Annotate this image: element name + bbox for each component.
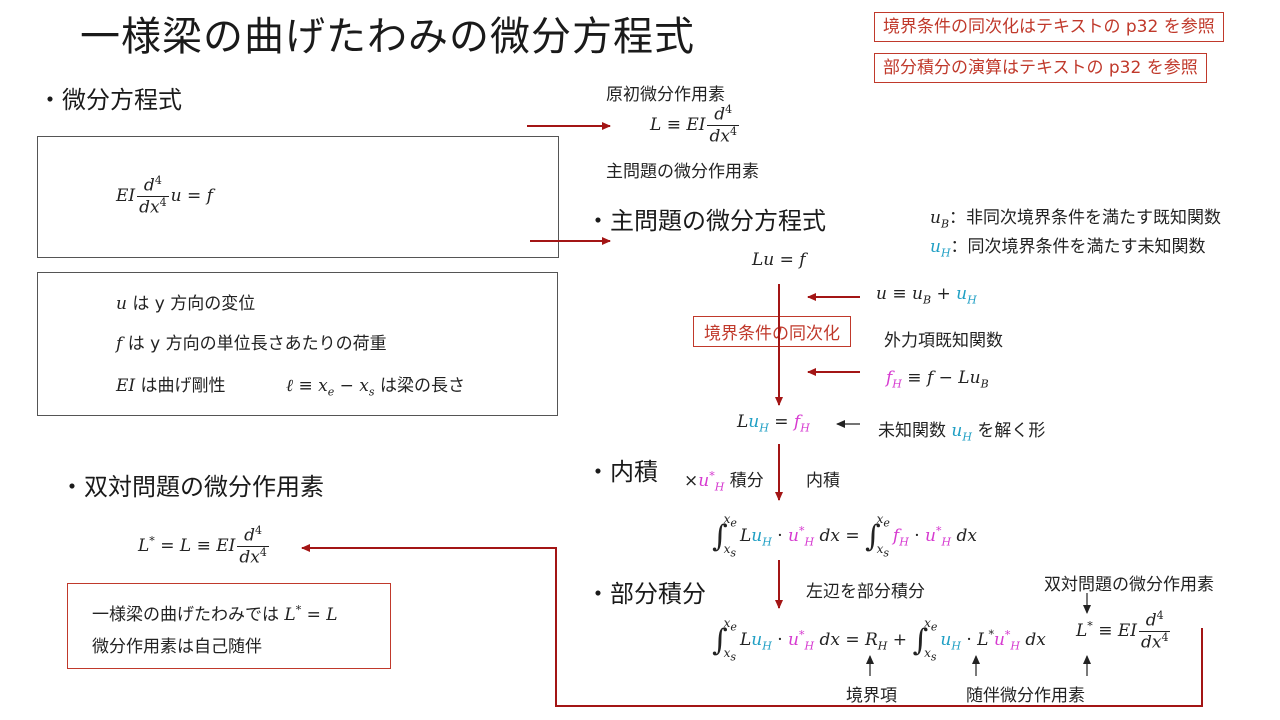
- reference-note-by-parts: 部分積分の演算はテキストの p32 を参照: [874, 53, 1207, 83]
- section-main-problem-heading: ・主問題の微分方程式: [586, 207, 826, 235]
- page-title: 一様梁の曲げたわみの微分方程式: [80, 14, 695, 60]
- self-adjoint-line2: 微分作用素は自己随伴: [92, 637, 262, 657]
- homogenize-label-box: 境界条件の同次化: [693, 316, 851, 347]
- boundary-term-label: 境界項: [846, 686, 897, 706]
- fH-equation: fH ≡ f − LuB: [886, 368, 989, 391]
- def-length: ℓ ≡ xe − xs は梁の長さ: [286, 376, 465, 399]
- def-u: u は y 方向の変位: [116, 294, 256, 314]
- adjoint-diff-operator-label: 随伴微分作用素: [966, 686, 1085, 706]
- external-known-label: 外力項既知関数: [884, 331, 1003, 351]
- multiply-integrate-label: ×u*H 積分: [684, 469, 764, 494]
- def-f: f は y 方向の単位長さあたりの荷重: [116, 334, 387, 354]
- primitive-operator-label: 原初微分作用素: [606, 85, 725, 105]
- definitions-box: u は y 方向の変位 f は y 方向の単位長さあたりの荷重 EI は曲げ剛性…: [37, 272, 558, 416]
- main-equation: Lu = f: [752, 250, 806, 270]
- loop-back-arrow: [301, 544, 1203, 707]
- reference-note-homogenize: 境界条件の同次化はテキストの p32 を参照: [874, 12, 1224, 42]
- section-inner-heading: ・内積: [586, 458, 658, 486]
- main-operator-label: 主問題の微分作用素: [606, 162, 759, 182]
- decomposition-equation: u ≡ uB + uH: [876, 284, 977, 307]
- inner-product-label: 内積: [806, 471, 840, 491]
- self-adjoint-line1: 一様梁の曲げたわみでは L* = L: [92, 603, 338, 625]
- section-adjoint-heading: ・双対問題の微分作用素: [60, 473, 324, 501]
- self-adjoint-note-box: 一様梁の曲げたわみでは L* = L 微分作用素は自己随伴: [67, 583, 391, 669]
- section-diffeq-heading: ・微分方程式: [38, 86, 182, 114]
- uH-definition: uH：同次境界条件を満たす未知関数: [930, 237, 1206, 260]
- solve-form-label: 未知関数 uH を解く形: [878, 421, 1046, 444]
- left-by-parts-label: 左辺を部分積分: [806, 582, 925, 602]
- uB-definition: uB：非同次境界条件を満たす既知関数: [930, 208, 1222, 231]
- def-EI: EI は曲げ剛性: [116, 376, 226, 396]
- homogeneous-equation: LuH = fH: [737, 412, 810, 435]
- section-by-parts-heading: ・部分積分: [586, 580, 706, 608]
- adjoint-operator-label: 双対問題の微分作用素: [1044, 575, 1214, 595]
